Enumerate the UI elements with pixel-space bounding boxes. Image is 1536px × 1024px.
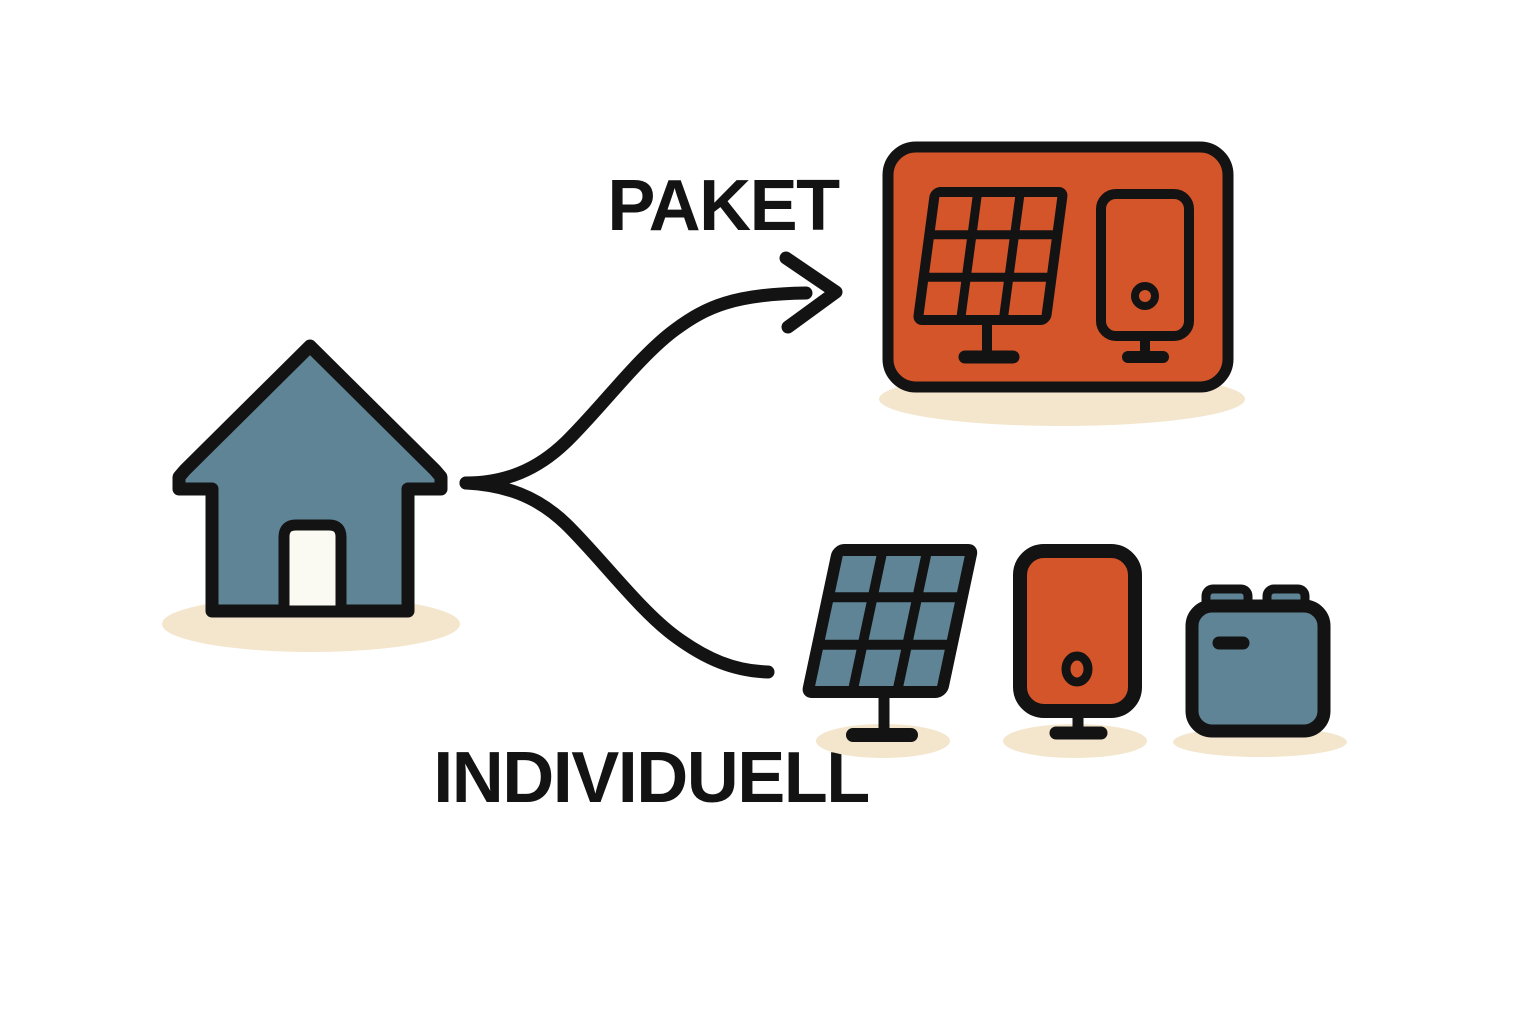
individual-label: INDIVIDUELL	[433, 738, 869, 818]
solar-panel-icon	[802, 544, 978, 742]
arrowhead-icon	[779, 251, 843, 334]
individual-option	[802, 544, 1347, 758]
panel-grid	[913, 187, 1068, 325]
panel-grid	[802, 544, 978, 698]
house-door	[278, 519, 347, 617]
panel-grid-lines	[812, 545, 968, 697]
battery-icon	[1185, 584, 1331, 738]
individual-inverter-shadow	[1003, 724, 1147, 758]
package-option	[879, 141, 1245, 426]
inverter-dial	[1131, 282, 1159, 310]
package-label: PAKET	[607, 166, 840, 246]
panel-grid-lines	[919, 187, 1062, 325]
fork-arrow-icon	[459, 251, 843, 679]
solar-panel-icon	[913, 187, 1068, 325]
branch-to-individual	[459, 476, 775, 679]
house-icon	[162, 339, 460, 652]
battery-body	[1185, 599, 1331, 738]
inverter-dial	[1061, 651, 1093, 687]
inverter-icon	[1013, 544, 1142, 740]
inverter-body	[1013, 544, 1142, 718]
branch-to-package	[459, 286, 813, 490]
inverter-icon	[1096, 189, 1194, 363]
inverter-body	[1096, 189, 1194, 341]
